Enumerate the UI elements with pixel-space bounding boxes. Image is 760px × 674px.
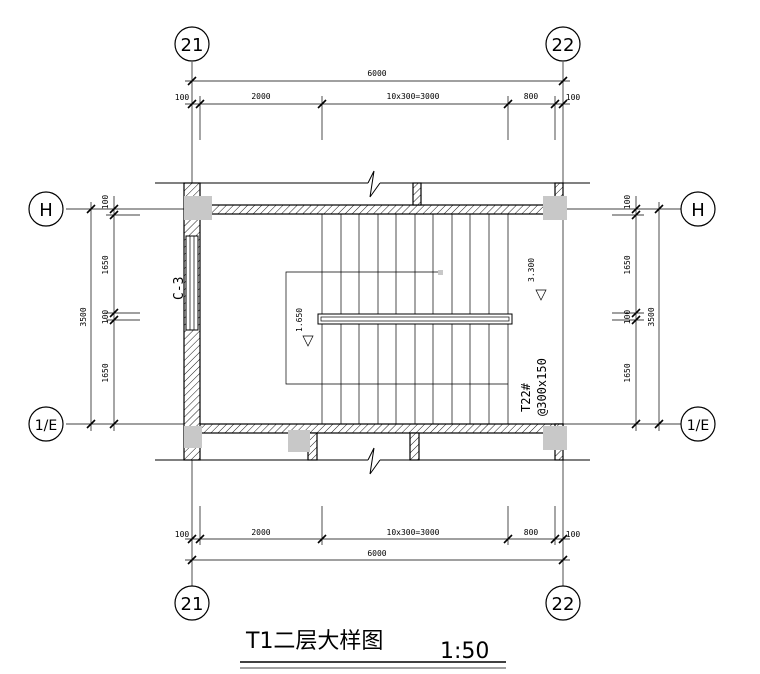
dimension-right: 3500 100 1650 100 1650 — [612, 195, 664, 431]
axis-21-top: 21 — [174, 26, 210, 62]
stair-handrail — [317, 313, 513, 325]
dim-right-top-wall: 100 — [623, 195, 632, 210]
dim-top-seg3: 800 — [524, 92, 539, 101]
drawing-title: T1二层大样图 1:50 — [240, 629, 506, 669]
dim-left-total: 3500 — [79, 307, 88, 326]
axis-22-bottom: 22 — [545, 585, 581, 621]
top-wall — [191, 204, 564, 215]
dim-bottom-left-wall: 100 — [175, 530, 190, 539]
axis-1e-right: 1/E — [680, 406, 716, 442]
cut-line — [285, 270, 508, 385]
svg-text:H: H — [39, 200, 53, 221]
svg-text:3.300: 3.300 — [527, 258, 536, 282]
dim-top-right-wall: 100 — [566, 93, 581, 102]
svg-text:H: H — [691, 200, 705, 221]
dim-right-total: 3500 — [647, 307, 656, 326]
dim-top-left-wall: 100 — [175, 93, 190, 102]
svg-text:1/E: 1/E — [35, 418, 57, 434]
elevation-marker-low: 1.650 — [295, 308, 314, 347]
svg-text:1/E: 1/E — [687, 418, 709, 434]
dim-top-seg1: 2000 — [251, 92, 270, 101]
dim-right-mid: 100 — [623, 310, 632, 325]
dimension-left: 3500 100 1650 100 1650 — [79, 195, 140, 431]
dim-left-seg2: 1650 — [101, 363, 110, 382]
svg-text:1.650: 1.650 — [295, 308, 304, 332]
svg-text:22: 22 — [552, 35, 575, 56]
axis-1e-left: 1/E — [28, 406, 64, 442]
dim-bottom-seg3: 800 — [524, 528, 539, 537]
dimension-bottom: 100 2000 10x300=3000 800 100 6000 — [175, 506, 581, 565]
dim-left-seg1: 1650 — [101, 255, 110, 274]
svg-text:21: 21 — [181, 35, 204, 56]
axis-h-right: H — [680, 191, 716, 227]
dimension-top: 6000 100 2000 10x300=3000 800 100 — [175, 69, 581, 140]
top-wall-pier — [412, 182, 422, 206]
dim-top-seg2: 10x300=3000 — [387, 92, 440, 101]
svg-text:21: 21 — [181, 594, 204, 615]
axis-22-top: 22 — [545, 26, 581, 62]
dim-right-seg1: 1650 — [623, 255, 632, 274]
stair-tag: T22# — [519, 382, 533, 412]
window-c3 — [185, 235, 199, 331]
window-tag: C-3 — [172, 277, 187, 300]
stair-spec: @300x150 — [535, 358, 549, 416]
axis-h-left: H — [28, 191, 64, 227]
elevation-marker-high: 3.300 — [527, 258, 547, 301]
dim-bottom-seg1: 2000 — [251, 528, 270, 537]
dim-right-seg2: 1650 — [623, 363, 632, 382]
dim-left-top-wall: 100 — [101, 195, 110, 210]
columns — [184, 196, 567, 452]
axis-21-bottom: 21 — [174, 585, 210, 621]
dim-bottom-right-wall: 100 — [566, 530, 581, 539]
dim-bottom-total: 6000 — [367, 549, 386, 558]
svg-text:22: 22 — [552, 594, 575, 615]
dim-top-total: 6000 — [367, 69, 386, 78]
bottom-wall — [191, 423, 564, 434]
title-name: T1二层大样图 — [245, 629, 383, 654]
title-scale: 1:50 — [440, 639, 489, 664]
dim-bottom-seg2: 10x300=3000 — [387, 528, 440, 537]
dim-left-mid: 100 — [101, 310, 110, 325]
